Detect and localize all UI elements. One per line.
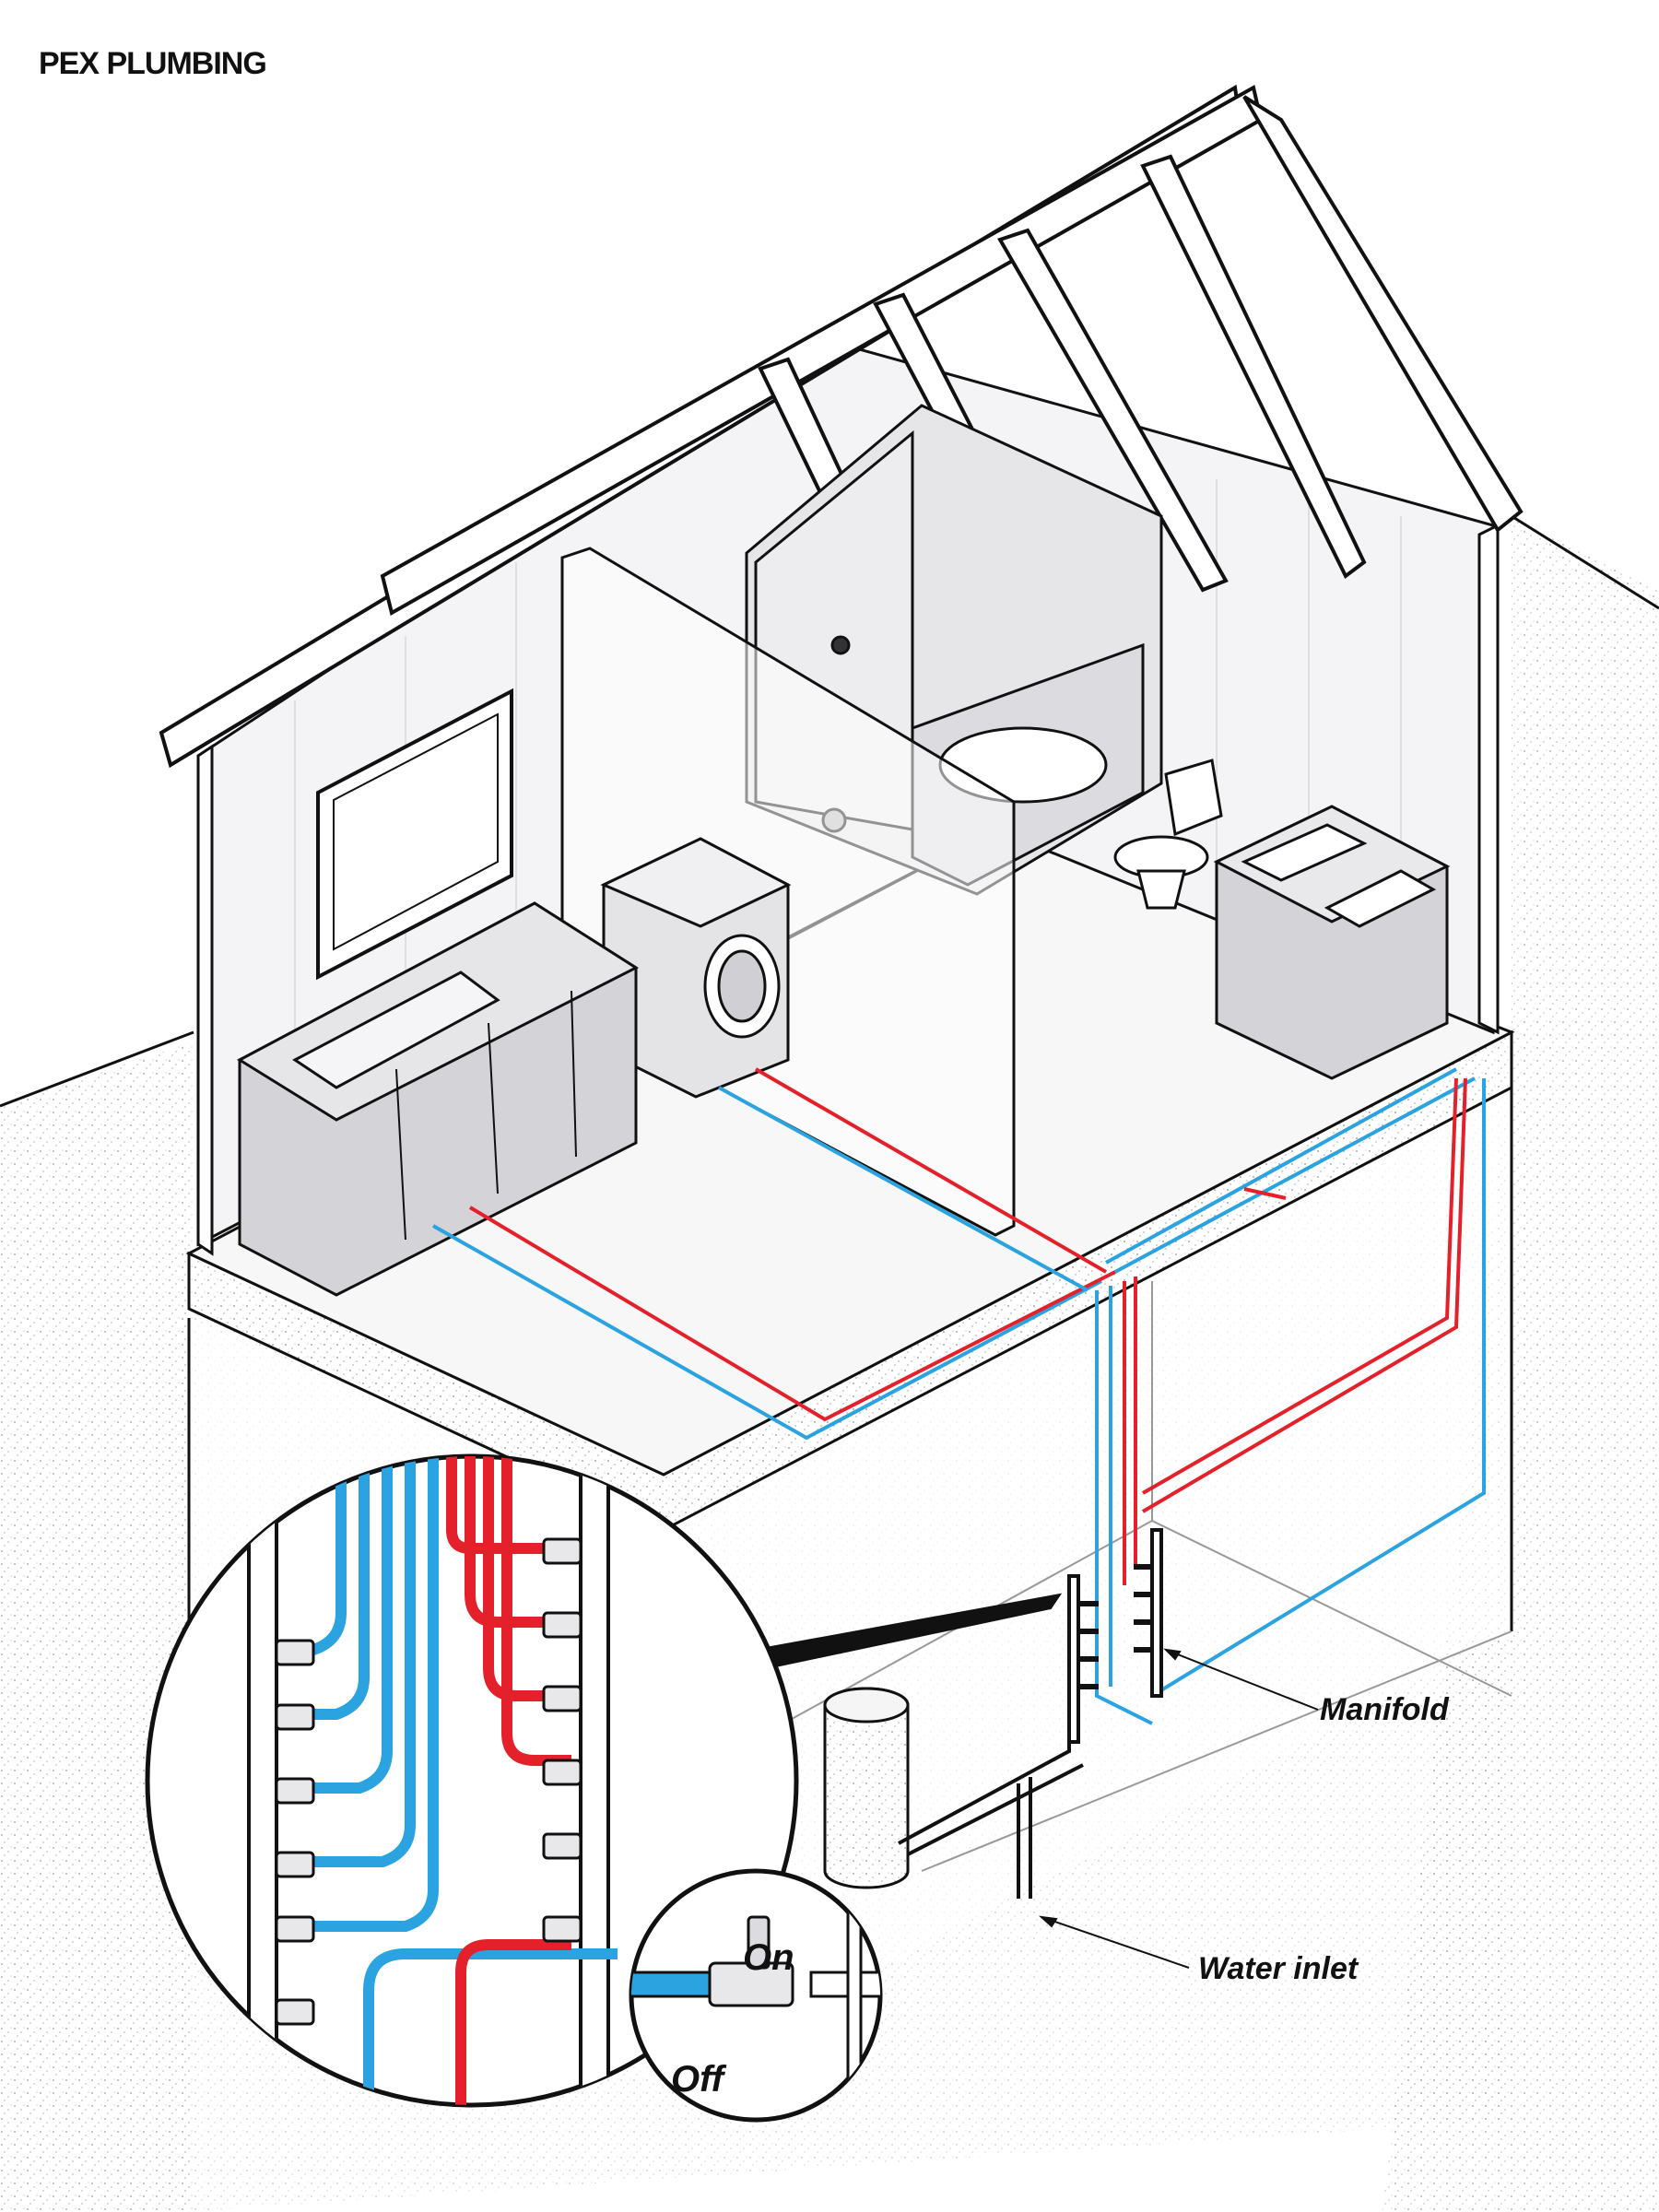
window [316, 688, 513, 981]
manifold-label: Manifold [1320, 1692, 1449, 1727]
page-title: PEX PLUMBING [39, 46, 267, 81]
pex-lines-floor [432, 1067, 1476, 1441]
pex-lines-riser [1095, 1077, 1486, 1725]
water-inlet-label: Water inlet [1198, 1951, 1359, 1986]
toilet [1113, 759, 1223, 910]
callout-leaders [754, 1593, 1319, 1969]
water-heater [823, 1687, 910, 1889]
valve-on-label: On [743, 1937, 794, 1978]
manifold-detail-circle [145, 1453, 799, 2108]
washing-machine [600, 837, 792, 1099]
main-feed-lines [898, 1622, 1084, 1899]
kitchen-counter [236, 901, 640, 1297]
manifold [1067, 1528, 1163, 1744]
bathroom-vanity [1213, 805, 1451, 1080]
shutoff-valve-detail-circle [629, 1868, 883, 2123]
valve-off-label: Off [671, 2059, 724, 2100]
